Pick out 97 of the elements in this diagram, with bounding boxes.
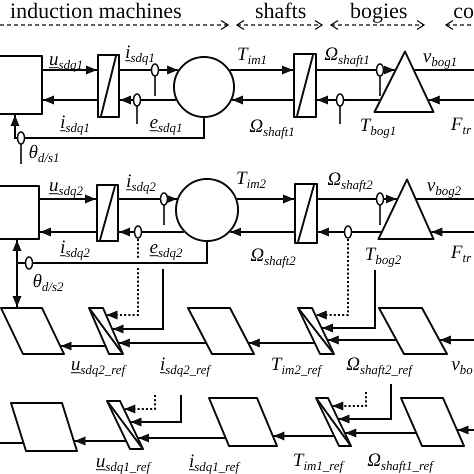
inversion-block <box>315 397 352 447</box>
signal-label: T$_{im1}$ <box>237 45 267 67</box>
arrow <box>248 338 314 348</box>
arrow <box>328 336 396 344</box>
arrow <box>74 436 126 446</box>
source-block <box>0 185 40 240</box>
signal-label: v$_{bog1}$ <box>422 47 458 69</box>
arrow <box>316 239 349 320</box>
arrow <box>60 342 106 350</box>
signal-label: e$_{sdq2}$ <box>150 238 182 260</box>
arrow <box>345 428 416 438</box>
arrow <box>318 228 381 236</box>
signal-label: i$_{sdq1}$ <box>125 43 155 65</box>
arrow <box>338 384 392 424</box>
arrow <box>318 194 397 204</box>
signal-label: T$_{im2_ref}$ <box>270 355 322 377</box>
signal-label: u$_{sdq2}$ <box>49 176 83 198</box>
signal-label: θ$_{d/s2}$ <box>32 272 64 294</box>
arrow <box>458 426 474 434</box>
converter-block <box>96 184 119 242</box>
arrow <box>317 96 380 104</box>
arrow <box>230 228 294 236</box>
signal-label: T$_{bog2}$ <box>364 245 402 267</box>
signal-label: u$_{sdq2_ref}$ <box>70 355 126 377</box>
section-label: induction machines <box>10 0 182 22</box>
signal-label: v$_{bo}$ <box>451 355 473 377</box>
signal-label: θ$_{d/s1}$ <box>28 143 60 165</box>
signal-label: u$_{sdq1}$ <box>49 50 83 72</box>
signal-label: Ω$_{shaft2_ref}$ <box>346 355 412 377</box>
arrow <box>43 66 97 74</box>
connector-line <box>414 69 474 71</box>
signal-label: T$_{im2}$ <box>236 169 266 191</box>
arrow <box>119 228 184 236</box>
inversion-block <box>297 307 335 355</box>
controller-block <box>400 397 465 447</box>
arrow <box>428 96 474 104</box>
signal-label: F$_{tr}$ <box>450 243 472 265</box>
controller-block <box>0 307 65 355</box>
arrow <box>10 115 205 139</box>
machine-circle <box>175 178 239 242</box>
arrow <box>322 270 376 332</box>
signal-label: Ω$_{shaft2}$ <box>250 246 296 268</box>
connector-line <box>0 442 24 444</box>
inversion-block <box>106 400 144 450</box>
signal-label: T$_{bog1}$ <box>360 116 396 138</box>
arrow <box>273 432 334 440</box>
arrow <box>124 395 156 414</box>
section-label: shafts <box>255 0 306 22</box>
arrow <box>431 228 474 236</box>
signal-label: i$_{sdq2_ref}$ <box>160 355 210 377</box>
arrow <box>138 434 226 442</box>
arrow <box>12 240 22 263</box>
arrow <box>43 96 97 104</box>
arrow <box>12 263 22 307</box>
section-label: co <box>453 0 474 22</box>
arrow <box>106 238 139 320</box>
arrow <box>40 228 96 236</box>
arrow <box>40 194 96 204</box>
signal-label: Ω$_{shaft2}$ <box>327 170 373 192</box>
arrow <box>119 194 177 204</box>
connector-line <box>416 198 474 200</box>
triangle-block <box>377 178 435 240</box>
controller-block <box>10 402 78 452</box>
arrow <box>112 269 164 334</box>
signal-label: Ω$_{shaft1_ref}$ <box>367 451 433 473</box>
machine-circle <box>173 56 235 118</box>
signal-label: i$_{sdq2}$ <box>60 238 90 260</box>
arrow <box>237 194 294 204</box>
source-block <box>0 55 43 115</box>
signal-label: i$_{sdq2}$ <box>126 172 156 194</box>
converter-block <box>293 53 317 118</box>
arrow <box>317 66 395 74</box>
controller-block <box>187 307 255 355</box>
signal-label: e$_{sdq1}$ <box>150 113 182 135</box>
inversion-block <box>88 307 124 355</box>
signal-label: Ω$_{shaft1}$ <box>249 117 295 139</box>
arrow <box>120 66 178 74</box>
arrow <box>120 96 176 104</box>
signal-label: u$_{sdq1_ref}$ <box>96 452 150 474</box>
signal-label: Ω$_{shaft1}$ <box>324 45 370 67</box>
controller-block <box>378 307 448 355</box>
signal-label: i$_{sdq1}$ <box>60 113 90 135</box>
signal-label: F$_{tr}$ <box>450 115 472 137</box>
converter-block <box>97 54 120 118</box>
arrow <box>232 96 293 104</box>
converter-block <box>294 183 318 244</box>
signal-label: v$_{bog2}$ <box>426 176 462 198</box>
arrow <box>230 66 293 74</box>
section-label: bogies <box>350 0 408 22</box>
signal-label: i$_{sdq1_ref}$ <box>189 452 239 474</box>
signal-label: T$_{im1_ref}$ <box>292 451 344 473</box>
arrow <box>118 338 206 348</box>
connector-line <box>17 242 208 264</box>
controller-block <box>208 397 278 447</box>
arrow <box>440 336 474 344</box>
arrow <box>130 395 182 426</box>
arrow <box>332 392 367 410</box>
